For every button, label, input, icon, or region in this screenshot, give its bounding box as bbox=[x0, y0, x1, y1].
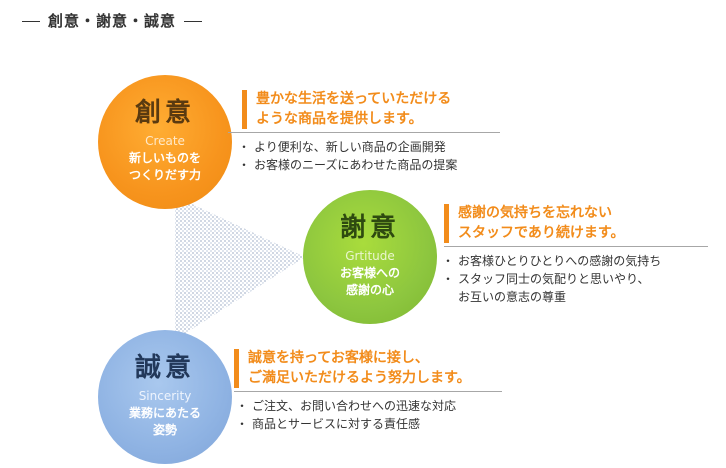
gratitude-desc-line: 感謝の心 bbox=[345, 283, 394, 298]
title-dash-right bbox=[184, 21, 203, 22]
sincerity-headline: 誠意を持ってお客様に接し、 ご満足いただけるよう努力します。 bbox=[234, 349, 502, 389]
page-title: 創意・謝意・誠意 bbox=[22, 10, 210, 31]
gratitude-roman: Grtitude bbox=[345, 248, 395, 263]
create-kanji: 創意 bbox=[134, 98, 195, 129]
create-divider bbox=[228, 132, 500, 134]
sincerity-divider bbox=[234, 391, 502, 393]
gratitude-block: 感謝の気持ちを忘れない スタッフであり続けます。 お客様ひとりひとりへの感謝の気… bbox=[442, 204, 708, 306]
gratitude-divider bbox=[444, 246, 708, 248]
create-desc-line: 新しいものを bbox=[128, 151, 201, 166]
create-bullet: より便利な、新しい商品の企画開発 bbox=[238, 138, 500, 156]
sincerity-bullet: ご注文、お問い合わせへの迅速な対応 bbox=[236, 397, 502, 415]
gratitude-bullet-continued: お互いの意志の尊重 bbox=[458, 290, 567, 305]
connector-shape bbox=[175, 196, 305, 340]
sincerity-kanji: 誠意 bbox=[134, 353, 195, 384]
sincerity-block: 誠意を持ってお客様に接し、 ご満足いただけるよう努力します。 ご注文、お問い合わ… bbox=[234, 349, 502, 433]
sincerity-headline-line: 誠意を持ってお客様に接し、 bbox=[248, 350, 429, 366]
sincerity-circle: 誠意 Sincerity 業務にあたる 姿勢 bbox=[98, 330, 232, 464]
gratitude-bullet-list: お客様ひとりひとりへの感謝の気持ち スタッフ同士の気配りと思いやり、 お互いの意… bbox=[442, 252, 708, 306]
create-bullet: お客様のニーズにあわせた商品の提案 bbox=[238, 156, 500, 174]
create-headline-line: ような商品を提供します。 bbox=[256, 110, 423, 127]
sincerity-bullet: 商品とサービスに対する責任感 bbox=[236, 415, 502, 433]
gratitude-desc-line: お客様への bbox=[339, 266, 400, 281]
gratitude-headline-line: 感謝の気持ちを忘れない bbox=[458, 205, 612, 221]
create-roman: Create bbox=[145, 133, 185, 148]
create-circle: 創意 Create 新しいものを つくりだす力 bbox=[98, 75, 232, 209]
gratitude-kanji: 謝意 bbox=[339, 213, 400, 244]
sincerity-desc-line: 姿勢 bbox=[152, 423, 177, 438]
gratitude-bullet: スタッフ同士の気配りと思いやり、 bbox=[442, 270, 708, 288]
sincerity-bullet-list: ご注文、お問い合わせへの迅速な対応 商品とサービスに対する責任感 bbox=[236, 397, 502, 433]
create-block: 豊かな生活を送っていただける ような商品を提供します。 より便利な、新しい商品の… bbox=[228, 90, 500, 174]
create-headline: 豊かな生活を送っていただける ような商品を提供します。 bbox=[242, 90, 500, 130]
gratitude-circle: 謝意 Grtitude お客様への 感謝の心 bbox=[303, 190, 437, 324]
gratitude-headline-line: スタッフであり続けます。 bbox=[458, 224, 625, 241]
sincerity-desc-line: 業務にあたる bbox=[128, 406, 201, 421]
create-headline-line: 豊かな生活を送っていただける bbox=[256, 91, 452, 107]
create-bullet-list: より便利な、新しい商品の企画開発 お客様のニーズにあわせた商品の提案 bbox=[238, 138, 500, 174]
sincerity-roman: Sincerity bbox=[138, 388, 192, 403]
gratitude-bullet: お客様ひとりひとりへの感謝の気持ち bbox=[442, 252, 708, 270]
page-title-text: 創意・謝意・誠意 bbox=[48, 12, 177, 30]
sincerity-headline-line: ご満足いただけるよう努力します。 bbox=[248, 369, 471, 386]
create-desc: 新しいものを つくりだす力 bbox=[129, 150, 201, 185]
gratitude-headline: 感謝の気持ちを忘れない スタッフであり続けます。 bbox=[444, 204, 708, 244]
create-desc-line: つくりだす力 bbox=[128, 168, 201, 183]
sincerity-desc: 業務にあたる 姿勢 bbox=[129, 405, 201, 440]
title-dash-left bbox=[22, 21, 40, 22]
gratitude-desc: お客様への 感謝の心 bbox=[340, 265, 400, 300]
